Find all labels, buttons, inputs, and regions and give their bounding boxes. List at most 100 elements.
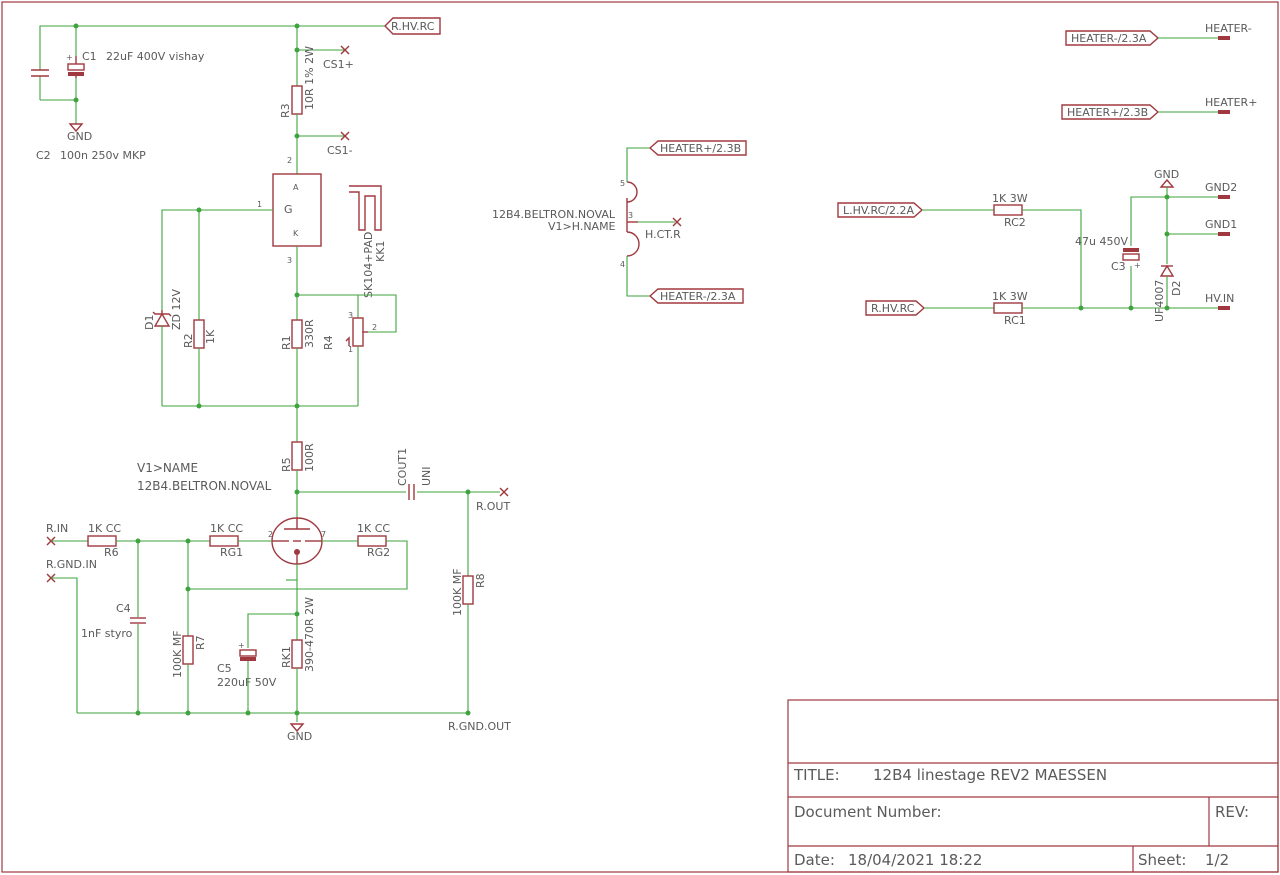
c4-label: C4 <box>116 602 131 615</box>
heater-name-label: V1>H.NAME <box>548 220 616 233</box>
heater-pin-3: 3 <box>628 211 633 220</box>
h-ct-r-terminal[interactable] <box>672 217 682 227</box>
gnd2-label: GND2 <box>1205 181 1237 194</box>
gnd-top-label: GND <box>1154 168 1179 181</box>
cout1-label: COUT1 <box>396 448 409 486</box>
rg2-label: RG2 <box>367 546 390 559</box>
port-r-hv-rc-right-label: R.HV.RC <box>871 302 915 315</box>
cs1-pin-1: 1 <box>257 200 262 209</box>
port-heater-plus-b-label: HEATER+/2.3B <box>660 142 741 155</box>
capacitor-c5[interactable] <box>239 649 257 661</box>
port-r-hv-rc-top[interactable] <box>384 17 441 35</box>
v1-name-label: V1>NAME <box>137 461 198 475</box>
hv-supply-section: + C1 22uF 400V vishay GND C2 100n 250v M… <box>31 17 441 174</box>
r1-label: R1 <box>280 335 293 350</box>
d1-label: D1 <box>143 315 156 330</box>
capacitor-c2[interactable] <box>31 69 49 77</box>
resistor-r5[interactable] <box>291 441 303 471</box>
port-heater-plus-b2[interactable] <box>1061 104 1160 120</box>
resistor-r3[interactable] <box>291 85 303 115</box>
r2-value: 1K <box>204 329 217 344</box>
resistor-rk1[interactable] <box>291 639 303 669</box>
gnd-label-2: GND <box>287 730 312 743</box>
rk1-label: RK1 <box>280 646 293 668</box>
port-heater-minus-a[interactable] <box>648 288 744 304</box>
r4-pin-1: 1 <box>348 345 353 354</box>
title-block: TITLE: 12B4 linestage REV2 MAESSEN Docum… <box>787 699 1279 873</box>
r7-value: 100K MF <box>171 630 184 678</box>
capacitor-c4[interactable] <box>130 617 146 624</box>
c1-label: C1 <box>82 50 97 63</box>
rc1-label: RC1 <box>1004 314 1026 327</box>
r2-label: R2 <box>182 333 195 348</box>
rev-label: REV: <box>1215 803 1249 821</box>
r4-pin-2: 2 <box>372 323 377 332</box>
d2-label: D2 <box>1170 281 1183 296</box>
c5-plus: + <box>238 641 245 650</box>
r7-label: R7 <box>194 635 207 650</box>
port-heater-plus-b[interactable] <box>648 140 747 156</box>
hv-in-label: HV.IN <box>1205 292 1234 305</box>
capacitor-cout1[interactable] <box>408 484 415 500</box>
cs1-minus-label: CS1- <box>327 144 353 157</box>
capacitor-c3[interactable] <box>1122 248 1140 261</box>
c3-plus: + <box>1134 261 1141 270</box>
c2-label: C2 <box>36 149 51 162</box>
document-number-label: Document Number: <box>794 803 942 821</box>
rc2-value: 1K 3W <box>992 192 1028 205</box>
c5-value: 220uF 50V <box>217 676 277 689</box>
r-out-terminal[interactable] <box>499 487 509 497</box>
cs1-plus-terminal[interactable] <box>340 45 350 55</box>
cs1-pin-a: A <box>293 183 299 192</box>
c1-value: 22uF 400V vishay <box>106 50 205 63</box>
resistor-r6[interactable] <box>87 535 117 547</box>
heater-filament[interactable] <box>626 181 640 257</box>
rg1-value: 1K CC <box>210 522 243 535</box>
cs1-pin-2: 2 <box>287 156 292 165</box>
port-l-hv-rc-label: L.HV.RC/2.2A <box>843 204 914 217</box>
resistor-r7[interactable] <box>182 635 194 665</box>
heater-pin-4: 4 <box>620 260 625 269</box>
plus-mark: + <box>66 53 73 62</box>
r8-value: 100K MF <box>451 568 464 616</box>
resistor-r8[interactable] <box>462 575 474 605</box>
r4-label: R4 <box>322 335 335 350</box>
port-heater-minus-a2[interactable] <box>1065 30 1160 46</box>
cs1-pin-k: K <box>293 229 299 238</box>
v1-type-label: 12B4.BELTRON.NOVAL <box>137 479 272 493</box>
r3-value: 10R 1% 2W <box>303 46 316 110</box>
cs1-plus-label: CS1+ <box>323 58 354 71</box>
diode-d2[interactable] <box>1159 264 1175 277</box>
resistor-r1[interactable] <box>291 319 303 349</box>
resistor-r2[interactable] <box>193 319 205 349</box>
r5-label: R5 <box>280 457 293 472</box>
heater-type-label: 12B4.BELTRON.NOVAL <box>492 208 616 221</box>
v1-pin-2: 2 <box>268 530 273 539</box>
capacitor-c1[interactable] <box>67 56 85 78</box>
gnd-symbol-1 <box>68 123 84 133</box>
gnd1-label: GND1 <box>1205 218 1237 231</box>
heater-plus-label: HEATER+ <box>1205 96 1257 109</box>
sheet-value: 1/2 <box>1205 851 1229 869</box>
resistor-rg2[interactable] <box>357 535 387 547</box>
kk1-value: SK104+PAD <box>362 232 375 298</box>
port-l-hv-rc[interactable] <box>837 202 924 218</box>
port-heater-minus-a-label: HEATER-/2.3A <box>660 290 736 303</box>
resistor-rc1[interactable] <box>993 302 1023 314</box>
rg2-value: 1K CC <box>357 522 390 535</box>
heatsink-kk1[interactable] <box>349 185 382 231</box>
title-label: TITLE: <box>793 766 840 784</box>
resistor-rc2[interactable] <box>993 204 1023 216</box>
r3-label: R3 <box>279 103 292 118</box>
rc-filter-section: L.HV.RC/2.2A 1K 3W RC2 R.HV.RC 1K 3W RC1… <box>837 168 1237 327</box>
triode-v1[interactable] <box>271 517 323 565</box>
rg1-label: RG1 <box>220 546 243 559</box>
r6-value: 1K CC <box>88 522 121 535</box>
cs1-minus-terminal[interactable] <box>340 131 350 141</box>
sheet-label: Sheet: <box>1138 851 1186 869</box>
trimmer-r4[interactable] <box>345 317 368 347</box>
c4-value: 1nF styro <box>81 627 133 640</box>
port-r-hv-rc-right[interactable] <box>865 300 926 316</box>
resistor-rg1[interactable] <box>209 535 239 547</box>
